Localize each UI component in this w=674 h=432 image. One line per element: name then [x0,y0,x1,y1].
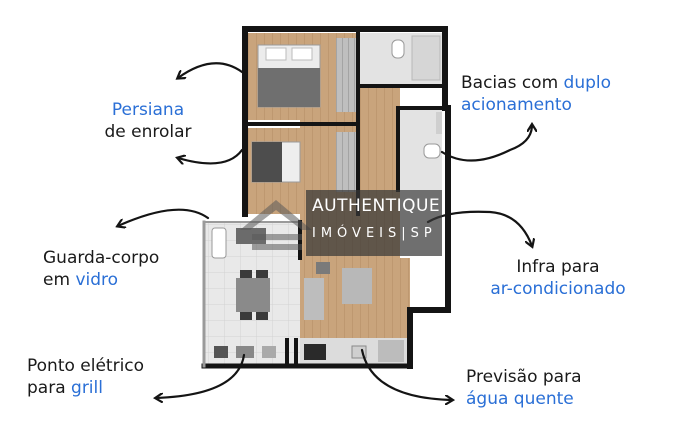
bacias-highlight: duplo [563,73,612,93]
bacias-text: Bacias com [461,73,564,93]
dining-chair-3 [240,312,252,320]
walls [201,26,451,369]
furniture [211,35,442,362]
tank [211,227,227,259]
callout-bacias: Bacias com duplo acionamento [461,72,611,116]
callout-persiana: Persiana de enrolar [101,99,195,143]
watermark-subbrand: IMÓVEIS|SP [312,226,437,241]
bed-1-blanket [258,68,320,107]
toilet-2 [423,143,441,159]
dining-chair-1 [240,270,252,278]
sofa [304,278,324,320]
grill-unit-3 [262,346,276,358]
coffee-table [316,262,330,274]
arrow-ponto [156,353,246,398]
watermark-box [306,190,442,256]
dining-chair-2 [256,270,268,278]
arrow-persiana-top [178,62,244,78]
ponto-text: Ponto elétrico [27,356,145,376]
bed-2-blanket [252,142,282,182]
guarda-text: Guarda-corpo [43,248,160,268]
house-logo-icon [240,200,312,250]
ponto-text-2: para [27,378,72,398]
bed-1-pillow-2 [291,47,313,61]
grill-unit-1 [214,346,228,358]
persiana-highlight: Persiana [111,100,185,120]
wardrobe-2 [336,132,356,192]
arrow-persiana-bottom [178,148,244,163]
guarda-highlight: vidro [75,270,119,290]
bacias-highlight-2: acionamento [461,95,572,115]
callout-previsao: Previsão para água quente [466,366,582,410]
callout-ponto: Ponto elétrico para grill [27,355,144,399]
arrow-infra [426,210,532,246]
bed-1-pillow [265,47,287,61]
previsao-highlight: água quente [466,389,574,409]
arrow-guarda [118,208,210,226]
persiana-text: de enrolar [104,122,192,142]
toilet-1 [391,39,405,59]
guarda-text-2: em [43,270,76,290]
wardrobe-1 [336,38,356,112]
cooktop [304,344,326,360]
dining-chair-4 [256,312,268,320]
fridge [378,340,404,362]
callout-guarda: Guarda-corpo em vidro [43,247,159,291]
infra-text: Infra para [516,257,600,277]
infra-highlight: ar-condicionado [490,279,626,299]
sink-2 [436,112,442,134]
arrow-previsao [360,348,452,400]
arrow-bacias [440,125,532,162]
watermark-brand: AUTHENTIQUE [312,196,441,216]
ponto-highlight: grill [71,378,103,398]
callout-infra: Infra para ar-condicionado [478,256,638,300]
grill-unit-2 [236,346,254,358]
armchair [342,268,372,304]
shower-1 [411,35,441,81]
previsao-text: Previsão para [466,367,582,387]
dining-table [236,278,270,312]
watermark-logo: AUTHENTIQUE IMÓVEIS|SP [236,190,442,260]
